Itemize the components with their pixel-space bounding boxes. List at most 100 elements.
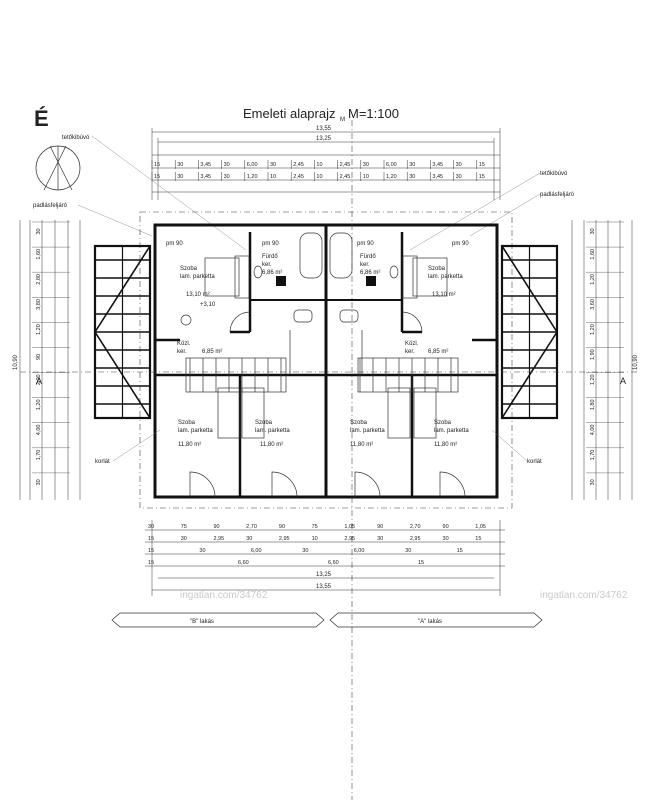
room-kozl-b-name: Közl. bbox=[177, 341, 191, 347]
dim-top-row1-8: 2,45 bbox=[340, 162, 351, 168]
dim-top-row2-2: 3,45 bbox=[200, 174, 211, 180]
dim-bottom_row1-7: 90 bbox=[377, 524, 383, 530]
bed-a-bottom-icon bbox=[387, 387, 437, 439]
dim-top-second: 13,25 bbox=[316, 136, 332, 142]
dim-bottom_row1-8: 2,70 bbox=[410, 524, 421, 530]
staircases bbox=[185, 357, 459, 393]
plan-title-subscript: M bbox=[340, 117, 345, 123]
dim-bottom_row1-3: 2,70 bbox=[246, 524, 257, 530]
dim-bottom_row1-5: 75 bbox=[312, 524, 318, 530]
dim-left-part-1: 1,60 bbox=[36, 249, 42, 260]
stair-a-outline bbox=[357, 357, 459, 393]
dim-right-total: 10,90 bbox=[633, 354, 639, 370]
dim-top-row1-7: 10 bbox=[316, 162, 322, 168]
toilet-b-icon bbox=[253, 265, 313, 323]
dim-left-part-8: 4,00 bbox=[36, 425, 42, 436]
dim-bottom_row1-4: 90 bbox=[279, 524, 285, 530]
plan-title: Emeleti alaprajz bbox=[243, 106, 336, 121]
dim-right-part-10: 30 bbox=[590, 479, 596, 485]
room-furdo-a-area: 6,86 m² bbox=[360, 270, 380, 276]
room-furdo-a-name: Fürdő bbox=[360, 254, 376, 260]
dim-top-row1-11: 30 bbox=[409, 162, 415, 168]
dim-right-part-6: 1,20 bbox=[590, 374, 596, 385]
dim-left-part-0: 30 bbox=[36, 228, 42, 234]
unit-label-b-text: "B" lakás bbox=[190, 619, 214, 625]
dim-bottom_row4-3: 15 bbox=[418, 560, 424, 566]
bed-a-top-icon bbox=[402, 255, 448, 299]
dim-left-part-4: 1,20 bbox=[36, 324, 42, 335]
dim-top-row2-4: 1,20 bbox=[247, 174, 258, 180]
dim-bottom-second: 13,25 bbox=[316, 572, 332, 578]
dim-bottom_row2-4: 2,95 bbox=[279, 536, 290, 542]
dim-top-row1-5: 30 bbox=[270, 162, 276, 168]
dim-top-row1-12: 3,45 bbox=[432, 162, 443, 168]
room-a-top-height: pm 90 bbox=[452, 241, 469, 247]
room-a-br-area: 11,80 m² bbox=[434, 442, 457, 448]
dim-left-part-10: 30 bbox=[36, 479, 42, 485]
room-a-br-floor: lam. parketta bbox=[434, 428, 469, 434]
dim-top-overall: 13,55 bbox=[316, 126, 332, 132]
dim-right-part-5: 1,90 bbox=[590, 349, 596, 360]
dim-right-part-7: 1,80 bbox=[590, 399, 596, 410]
unit-label-b: "B" lakás bbox=[111, 612, 325, 628]
room-b-bl-area: 11,80 m² bbox=[178, 442, 201, 448]
dim-top-row1-4: 6,00 bbox=[247, 162, 258, 168]
dim-bottom_row1-10: 1,05 bbox=[475, 524, 486, 530]
dim-bottom_row1-9: 90 bbox=[443, 524, 449, 530]
room-a-br-name: Szoba bbox=[434, 420, 452, 426]
dim-bottom_row4-0: 15 bbox=[148, 560, 154, 566]
room-b-top-extra: +3,10 bbox=[200, 302, 216, 308]
north-arrow-icon: É bbox=[34, 106, 81, 191]
section-mark-left: A bbox=[36, 376, 42, 386]
dim-bottom_row2-0: 15 bbox=[148, 536, 154, 542]
dim-top-row1-0: 15 bbox=[154, 162, 160, 168]
dim-bottom_row3-0: 15 bbox=[148, 548, 154, 554]
dim-bottom_row3-1: 30 bbox=[199, 548, 205, 554]
roof-framing-right bbox=[500, 244, 559, 420]
doors bbox=[189, 311, 466, 498]
dim-bottom_row2-5: 10 bbox=[312, 536, 318, 542]
room-b-top-floor: lam. parketta bbox=[180, 274, 215, 280]
dim-right-part-4: 1,20 bbox=[590, 324, 596, 335]
stair-b-outline bbox=[185, 357, 287, 393]
annotation-tetokibuvo-right: tetőkibúvó bbox=[540, 171, 568, 177]
room-furdo-b-name: Fürdő bbox=[262, 254, 278, 260]
room-a-bl-area: 11,80 m² bbox=[350, 442, 373, 448]
dim-top-row1-1: 30 bbox=[177, 162, 183, 168]
watermark-2: ingatlan.com/34762 bbox=[540, 590, 628, 601]
dim-bottom_row2-2: 2,95 bbox=[213, 536, 224, 542]
bed-b-bottom-icon bbox=[217, 387, 265, 439]
dim-top-row2-13: 30 bbox=[456, 174, 462, 180]
dim-left-part-2: 2,80 bbox=[36, 274, 42, 285]
roof-framing-left bbox=[93, 244, 152, 420]
room-a-top-name: Szoba bbox=[428, 266, 446, 272]
north-label: É bbox=[34, 106, 49, 131]
room-a-bl-name: Szoba bbox=[350, 420, 368, 426]
dim-top-row1-2: 3,45 bbox=[200, 162, 211, 168]
room-furdo-b-floor: ker. bbox=[262, 262, 272, 268]
room-b-br-floor: lam. parketta bbox=[255, 428, 290, 434]
room-b-br-area: 11,80 m² bbox=[260, 442, 283, 448]
radiator-b-icon bbox=[180, 314, 192, 326]
dim-top-row1-13: 30 bbox=[456, 162, 462, 168]
dim-right-part-8: 4,00 bbox=[590, 425, 596, 436]
dim-bottom_row2-9: 30 bbox=[443, 536, 449, 542]
watermark-1: ingatlan.com/34762 bbox=[180, 590, 268, 601]
dim-top-row2-7: 10 bbox=[316, 174, 322, 180]
dim-bottom_row2-6: 2,95 bbox=[344, 536, 355, 542]
dim-bottom_row2-7: 30 bbox=[377, 536, 383, 542]
dim-bottom_row4-1: 6,60 bbox=[238, 560, 249, 566]
dim-top-row1-10: 6,00 bbox=[386, 162, 397, 168]
dim-bottom-overall: 13,55 bbox=[316, 584, 332, 590]
interior-walls-a bbox=[326, 232, 497, 497]
dim-right-part-1: 1,60 bbox=[590, 249, 596, 260]
room-furdo-b-area: 6,86 m² bbox=[262, 270, 282, 276]
dim-bottom_row2-8: 2,95 bbox=[410, 536, 421, 542]
roof-outline bbox=[139, 211, 513, 509]
dim-top-row2-3: 30 bbox=[224, 174, 230, 180]
dim-bottom_row2-1: 30 bbox=[181, 536, 187, 542]
annotation-tetokibuvo-left: tetőkibúvó bbox=[62, 135, 90, 141]
dim-bottom_row1-2: 90 bbox=[213, 524, 219, 530]
dim-left-part-5: 90 bbox=[36, 354, 42, 360]
